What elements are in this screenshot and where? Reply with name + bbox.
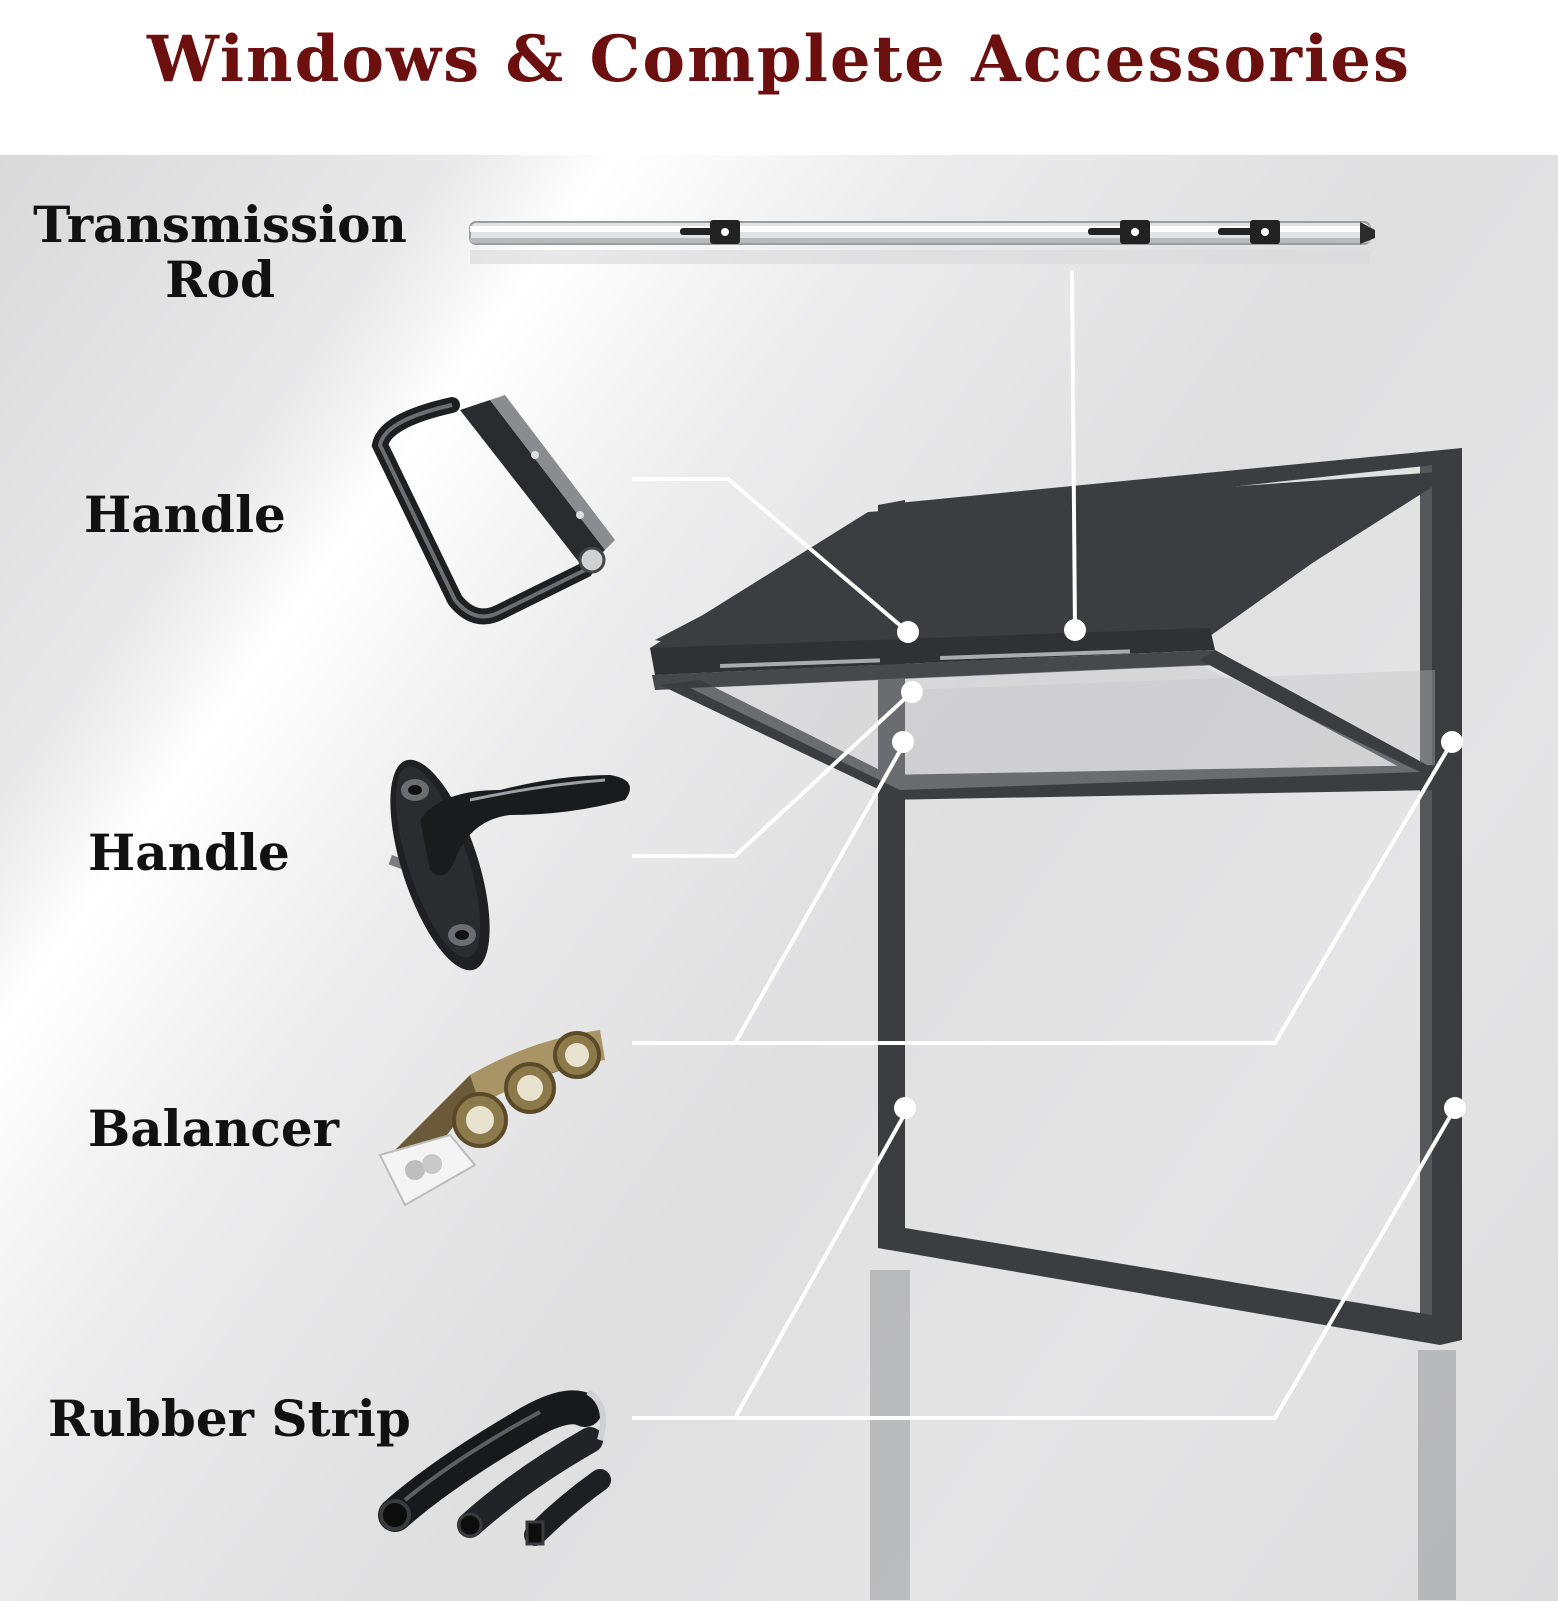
rubber-strip-image — [378, 1389, 611, 1546]
header: Windows & Complete Accessories — [0, 0, 1558, 155]
balancer-image — [378, 1030, 605, 1207]
page-title: Windows & Complete Accessories — [146, 22, 1412, 97]
transmission-rod-image — [469, 220, 1375, 264]
leader-lines — [632, 269, 1457, 1420]
diagram-svg — [371, 220, 1466, 1600]
label-handle-1: Handle — [84, 485, 286, 544]
diagram-area: Transmission Rod Handle Handle Balancer … — [0, 155, 1558, 1601]
label-rubber-strip: Rubber Strip — [48, 1389, 411, 1448]
label-transmission-rod-line2: Rod — [165, 250, 275, 309]
pull-handle-image — [371, 395, 615, 625]
label-transmission-rod: Transmission Rod — [30, 197, 410, 307]
lever-handle-image — [388, 759, 630, 971]
label-transmission-rod-line1: Transmission — [33, 195, 407, 254]
label-balancer: Balancer — [88, 1099, 340, 1158]
label-handle-2: Handle — [88, 823, 290, 882]
window-frame-diagram — [650, 448, 1462, 1600]
callout-dots — [892, 619, 1466, 1119]
